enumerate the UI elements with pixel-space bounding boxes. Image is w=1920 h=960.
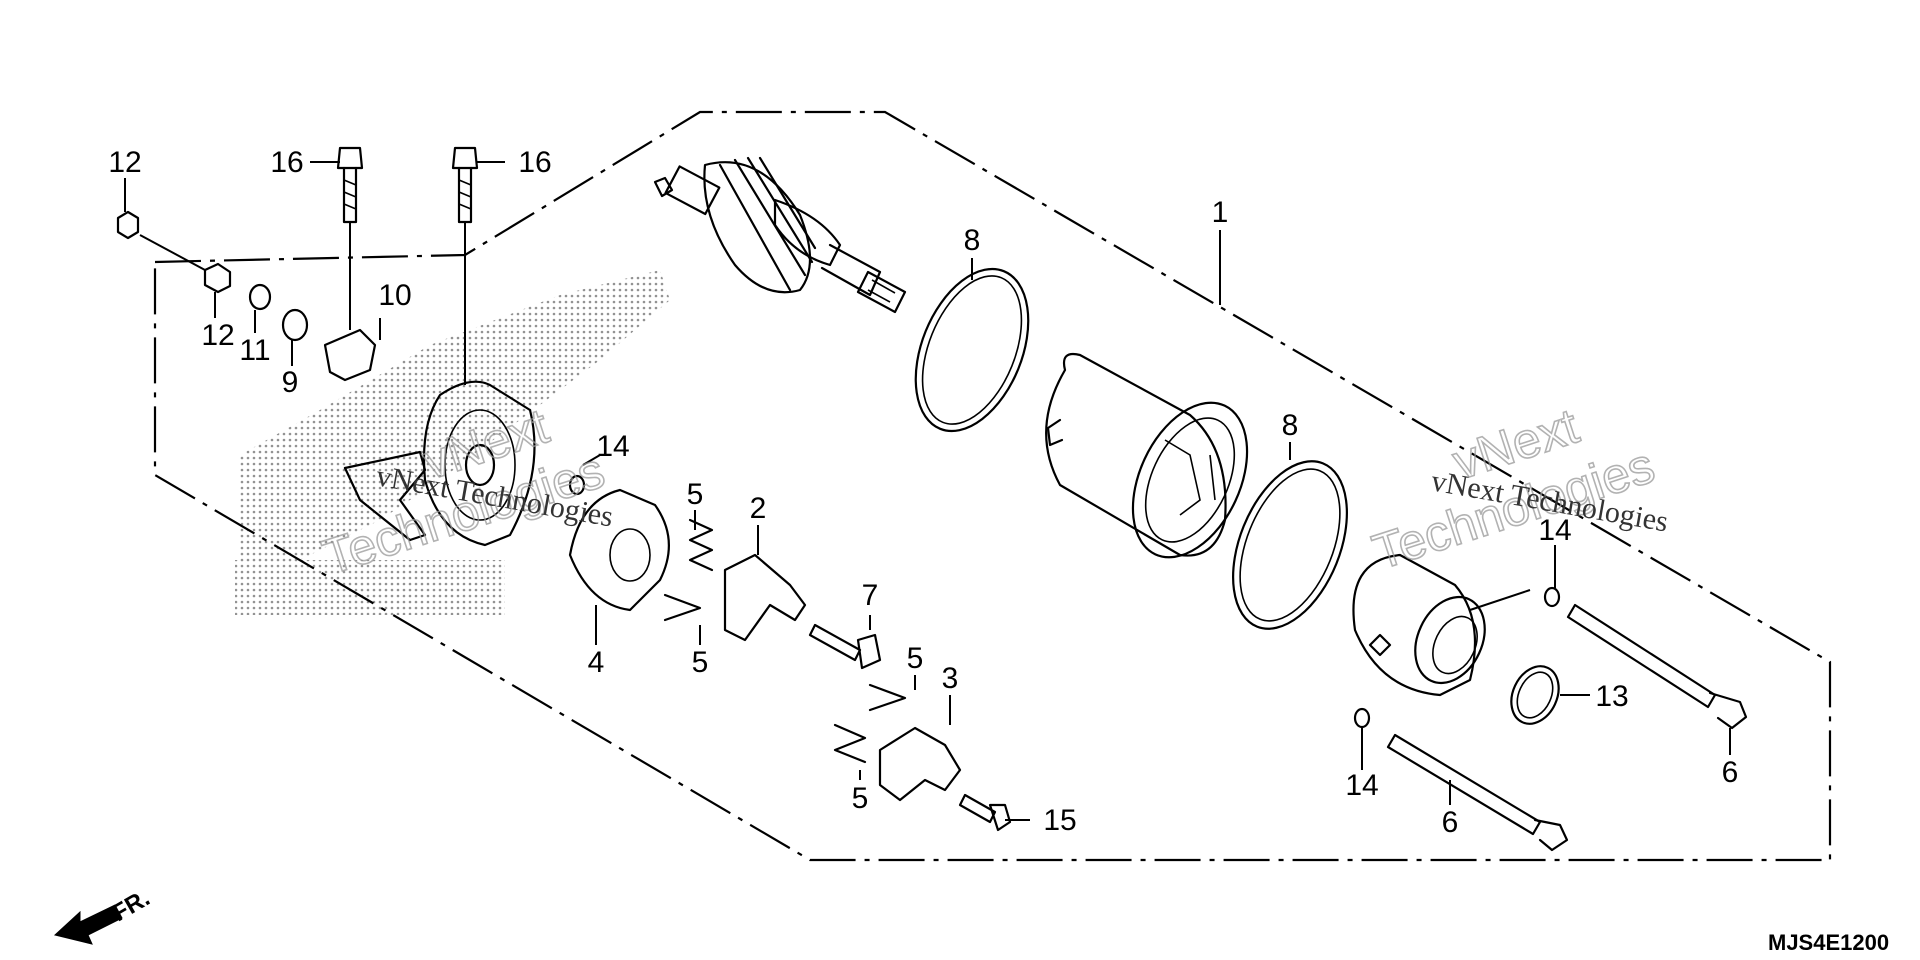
- callout-5-c: 5: [907, 642, 924, 675]
- callout-4: 4: [588, 646, 605, 679]
- bolt-16-left: [336, 146, 364, 224]
- callout-2: 2: [750, 492, 767, 525]
- callout-16-b: 16: [518, 146, 551, 179]
- brush-holder: [568, 488, 670, 612]
- callout-3: 3: [942, 662, 959, 695]
- washer-11: [248, 283, 272, 311]
- o-ring-upper: [914, 267, 1030, 433]
- stipple-shading: [235, 270, 670, 615]
- nut-12-upper: [116, 210, 140, 240]
- diagram-code: MJS4E1200: [1768, 930, 1889, 955]
- callout-9: 9: [282, 366, 299, 399]
- callout-15: 15: [1043, 804, 1076, 837]
- washer-14-lower: [1353, 707, 1371, 729]
- nut-12-lower: [203, 262, 232, 294]
- through-bolt-upper: [1566, 603, 1748, 730]
- spring-5a: [688, 518, 714, 572]
- callout-14-c: 14: [596, 430, 629, 463]
- callout-14-b: 14: [1345, 769, 1378, 802]
- callout-16-a: 16: [270, 146, 303, 179]
- callout-5-d: 5: [852, 782, 869, 815]
- spring-5c: [868, 683, 907, 712]
- callout-12-b: 12: [201, 319, 234, 352]
- callouts: 1 2 3 4 5 5 5 5 6 6 7 8 8 9 10 11 12 12 …: [108, 146, 1738, 839]
- rear-cover: [343, 380, 536, 547]
- washer-14-right: [1543, 586, 1561, 608]
- callout-8-a: 8: [964, 224, 981, 257]
- o-ring-lower: [1232, 460, 1348, 630]
- yoke: [1045, 352, 1249, 559]
- bolt-16-right: [451, 146, 479, 224]
- washer-14-left: [568, 474, 586, 496]
- front-arrow-icon: [53, 904, 123, 945]
- callout-10: 10: [378, 279, 411, 312]
- callout-5-a: 5: [687, 478, 704, 511]
- leader-lines: [124, 161, 1731, 821]
- bolt-15: [958, 793, 1012, 832]
- front-cover: [1352, 553, 1486, 697]
- assembly-outline: [153, 110, 1832, 862]
- insulator-9: [281, 308, 309, 342]
- watermark: vNext Technologies vNext Technologies vN…: [315, 397, 1670, 586]
- callout-6-b: 6: [1442, 806, 1459, 839]
- terminal-10: [323, 328, 377, 382]
- callout-13: 13: [1595, 680, 1628, 713]
- callout-7: 7: [862, 579, 879, 612]
- callout-12-a: 12: [108, 146, 141, 179]
- callout-8-b: 8: [1282, 409, 1299, 442]
- spring-5d: [833, 723, 867, 764]
- o-ring-13: [1510, 665, 1560, 725]
- screw-7: [808, 623, 882, 670]
- brush-3: [878, 726, 962, 802]
- callout-5-b: 5: [692, 646, 709, 679]
- brush-2: [723, 553, 807, 642]
- callout-6-a: 6: [1722, 756, 1739, 789]
- through-bolt-lower: [1386, 733, 1569, 852]
- armature: [653, 156, 907, 314]
- spring-5b: [663, 593, 702, 622]
- callout-11: 11: [239, 334, 270, 367]
- front-direction-marker: FR.: [53, 884, 154, 945]
- callout-14-a: 14: [1538, 514, 1571, 547]
- callout-1: 1: [1212, 196, 1229, 229]
